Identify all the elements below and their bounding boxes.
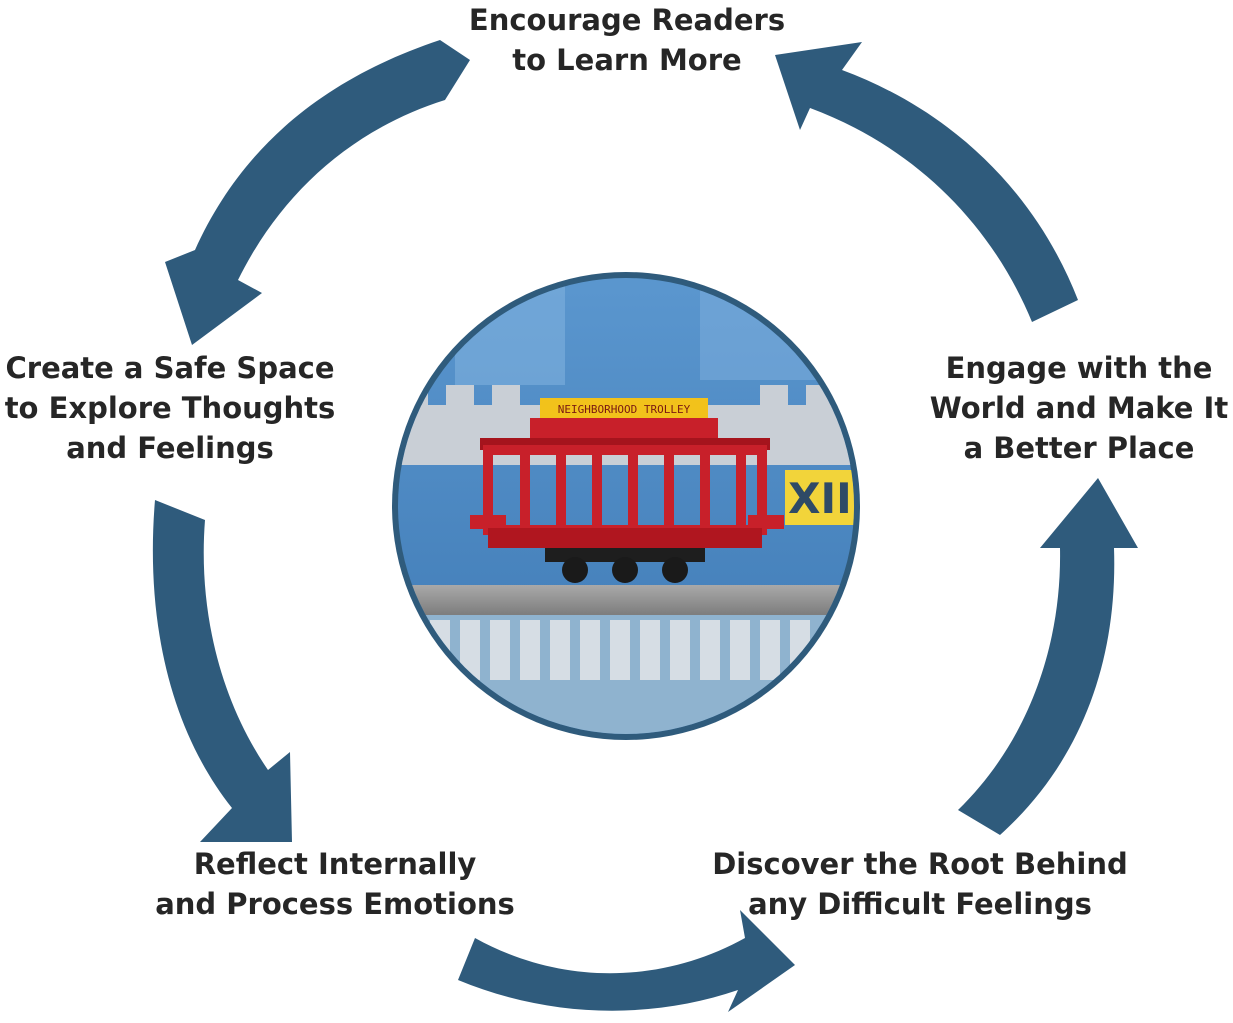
step-discover-root: Discover the Root Behind any Difficult F… [712, 847, 1128, 921]
cycle-arrows [152, 40, 1138, 1012]
trolley-sign [540, 398, 708, 418]
trolley: NEIGHBORHOOD TROLLEY [470, 398, 784, 583]
step-encourage-readers: Encourage Readers to Learn More [468, 3, 786, 77]
step-reflect-internally: Reflect Internally and Process Emotions [155, 847, 515, 921]
arrow-top-to-left [165, 40, 470, 345]
clock-numeral: XII [788, 474, 852, 523]
step-create-safe-space: Create a Safe Space to Explore Thoughts … [4, 351, 336, 465]
trolley-sign-text: NEIGHBORHOOD TROLLEY [558, 403, 691, 416]
arrow-left-to-bottom-left [152, 500, 292, 842]
arrow-bottom-left-to-bottom-right [458, 910, 795, 1012]
center-photo: XII [392, 272, 860, 740]
arrow-bottom-right-to-right [958, 478, 1138, 835]
arrow-right-to-top [775, 42, 1078, 322]
step-engage-with-world: Engage with the World and Make It a Bett… [929, 351, 1229, 465]
